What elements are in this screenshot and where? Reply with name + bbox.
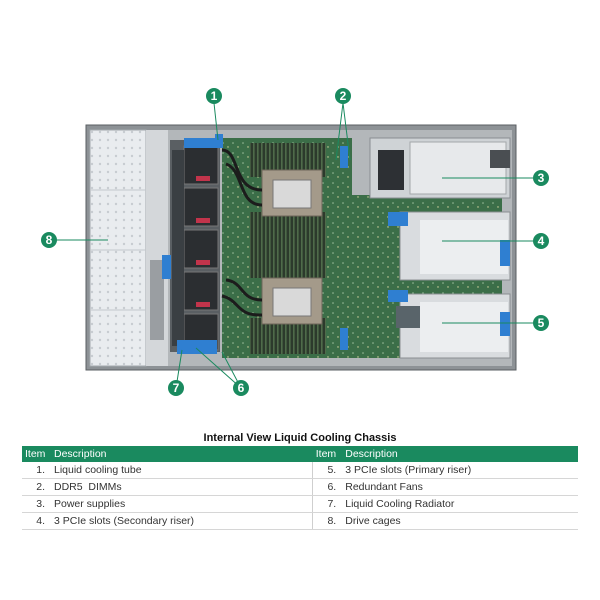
- callout-6: 6: [233, 380, 249, 396]
- item-number: 6.: [312, 478, 343, 496]
- table-header-row: Item Description Item Description: [22, 446, 578, 462]
- svg-text:8: 8: [46, 233, 53, 247]
- item-description: 3 PCIe slots (Secondary riser): [51, 512, 313, 530]
- item-description: Liquid Cooling Radiator: [342, 495, 578, 513]
- header-description-right: Description: [342, 446, 578, 462]
- item-description: 3 PCIe slots (Primary riser): [342, 462, 578, 479]
- item-number: 4.: [22, 512, 51, 530]
- table-row: 1. Liquid cooling tube 5. 3 PCIe slots (…: [22, 462, 578, 479]
- header-item-left: Item: [22, 446, 51, 462]
- item-number: 1.: [22, 462, 51, 479]
- item-description: Liquid cooling tube: [51, 462, 313, 479]
- callout-7: 7: [168, 380, 184, 396]
- svg-text:1: 1: [211, 89, 218, 103]
- item-description: Power supplies: [51, 495, 313, 513]
- table-title: Internal View Liquid Cooling Chassis: [203, 432, 397, 444]
- component-table: Item Description Item Description 1. Liq…: [22, 446, 578, 530]
- svg-text:2: 2: [340, 89, 347, 103]
- cpu-cold-plates: [261, 169, 323, 325]
- item-number: 2.: [22, 478, 51, 496]
- svg-text:6: 6: [238, 381, 245, 395]
- svg-text:5: 5: [538, 316, 545, 330]
- item-number: 5.: [312, 462, 343, 479]
- table-row: 3. Power supplies 7. Liquid Cooling Radi…: [22, 495, 578, 513]
- item-number: 8.: [312, 512, 343, 530]
- header-item-right: Item: [312, 446, 343, 462]
- chassis-diagram: 1 2 3 4 5 6 7 8: [41, 88, 549, 396]
- callout-1: 1: [206, 88, 222, 104]
- liquid-cooling-tube: [221, 148, 263, 317]
- power-supplies: [369, 137, 511, 199]
- secondary-riser: [388, 211, 511, 281]
- table-row: 4. 3 PCIe slots (Secondary riser) 8. Dri…: [22, 512, 578, 530]
- primary-riser: [388, 290, 511, 359]
- callout-5: 5: [533, 315, 549, 331]
- item-description: Drive cages: [342, 512, 578, 530]
- svg-text:7: 7: [173, 381, 180, 395]
- liquid-cooling-radiator: [162, 138, 222, 354]
- svg-text:3: 3: [538, 171, 545, 185]
- item-number: 3.: [22, 495, 51, 513]
- table-row: 2. DDR5 DIMMs 6. Redundant Fans: [22, 478, 578, 496]
- callout-4: 4: [533, 233, 549, 249]
- header-description-left: Description: [51, 446, 313, 462]
- callout-8: 8: [41, 232, 57, 248]
- dimm-latches: [215, 134, 348, 350]
- svg-text:4: 4: [538, 234, 545, 248]
- drive-cages: [89, 129, 168, 367]
- item-description: DDR5 DIMMs: [51, 478, 313, 496]
- item-number: 7.: [312, 495, 343, 513]
- callout-2: 2: [335, 88, 351, 104]
- callout-3: 3: [533, 170, 549, 186]
- item-description: Redundant Fans: [342, 478, 578, 496]
